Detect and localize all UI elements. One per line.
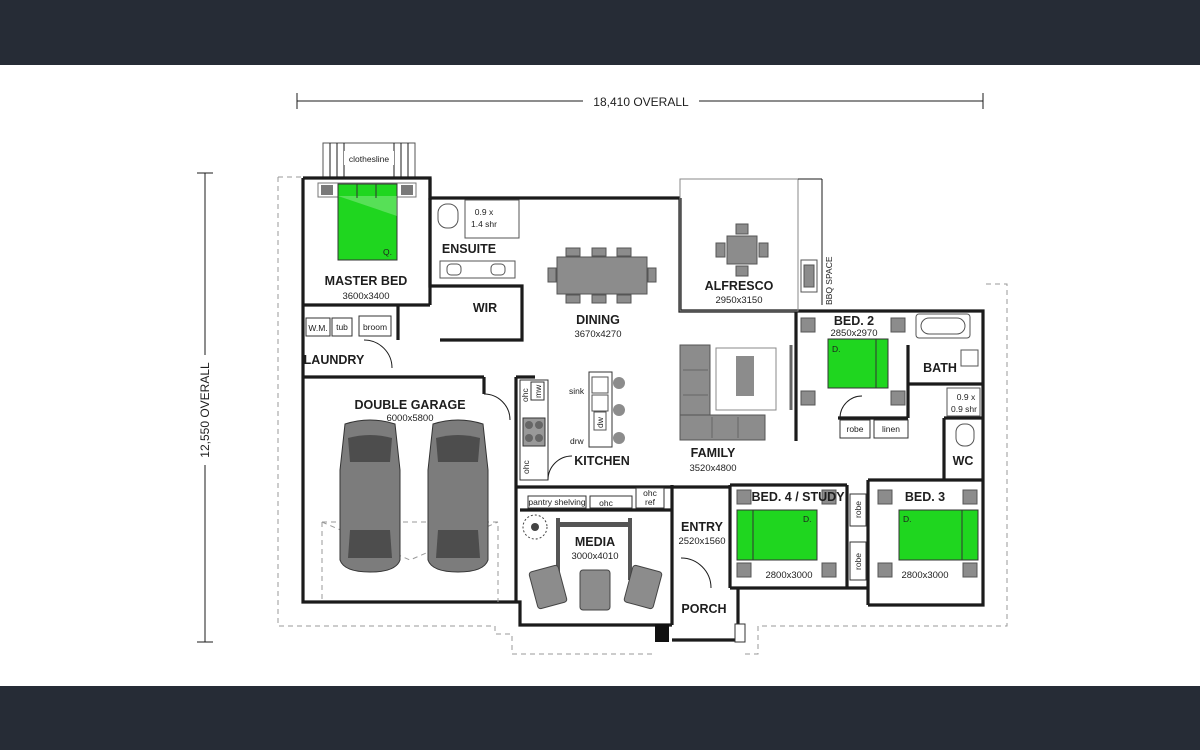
dining-size: 3670x4270: [574, 329, 621, 340]
broom-label: broom: [363, 322, 387, 332]
washing-machine-label: W.M.: [308, 323, 327, 333]
bed4-bed: [736, 509, 818, 561]
bed4-size: 2800x3000: [765, 570, 812, 581]
ohc-label-1: ohc: [520, 388, 530, 402]
media-label: MEDIA: [575, 535, 615, 549]
tub-label: tub: [336, 322, 348, 332]
floor-plan-diagram: 18,410 OVERALL 12,550 OVERALL clotheslin…: [197, 93, 1008, 655]
family-label: FAMILY: [691, 446, 736, 460]
ensuite-shower-size-2: 1.4 shr: [471, 219, 497, 229]
entry-label: ENTRY: [681, 520, 724, 534]
bed2-room: BED. 2 2850x2970 D.: [800, 314, 906, 406]
ohc-label-2: ohc: [521, 460, 531, 474]
bottom-banner: [0, 686, 1200, 750]
fridge-label: ref: [645, 497, 656, 507]
bbq-space-label: BBQ SPACE: [824, 256, 834, 305]
bed4-size-marker: D.: [803, 514, 812, 524]
eave-outline: [277, 176, 1008, 655]
entry-size: 2520x1560: [678, 536, 725, 547]
sink-label: sink: [569, 386, 585, 396]
media-room: MEDIA 3000x4010: [522, 514, 663, 611]
dining-label: DINING: [576, 313, 620, 327]
microwave-label: mw: [533, 384, 543, 398]
dining-room: DINING 3670x4270: [547, 247, 657, 340]
alfresco-outline: [679, 178, 823, 312]
bed3-room: BED. 3 D. 2800x3000: [877, 489, 979, 581]
wc-label: WC: [953, 454, 974, 468]
bath-shower-size: 0.9 x: [957, 392, 976, 402]
bed2-size-marker: D.: [832, 344, 841, 354]
ohc-label-3: ohc: [599, 498, 613, 508]
car-right: [427, 419, 489, 573]
entry-room: ENTRY 2520x1560 PORCH: [655, 520, 746, 643]
bed3-label: BED. 3: [905, 490, 945, 504]
top-banner: [0, 0, 1200, 65]
laundry-label: LAUNDRY: [304, 353, 365, 367]
alfresco-label: ALFRESCO: [705, 279, 774, 293]
wc-room: WC: [953, 423, 975, 468]
bed-size-marker: Q.: [383, 247, 392, 257]
alfresco-size: 2950x3150: [715, 295, 762, 306]
bed4-robe-label: robe: [853, 553, 863, 570]
clothesline: clothesline: [322, 142, 416, 178]
drawers-label: drw: [570, 436, 585, 446]
master-bed-size: 3600x3400: [342, 291, 389, 302]
linen-label: linen: [882, 424, 900, 434]
ensuite-label: ENSUITE: [442, 242, 496, 256]
bed4-room: BED. 4 / STUDY D. 2800x3000: [736, 489, 845, 581]
robe-linen: robe linen: [839, 395, 909, 439]
kitchen-room: ohc mw ohc dw sink drw KITCHEN: [519, 371, 630, 481]
dishwasher-label: dw: [595, 416, 605, 428]
car-left: [339, 419, 401, 573]
master-bed-room: Q. MASTER BED 3600x3400: [317, 182, 417, 302]
alfresco-room: ALFRESCO 2950x3150 BBQ SPACE: [705, 223, 834, 306]
bed3-bed: [898, 509, 979, 561]
ohc-label-4: ohc: [643, 488, 657, 498]
family-size: 3520x4800: [689, 463, 736, 474]
family-room: FAMILY 3520x4800: [679, 344, 793, 474]
height-dimension-line: 12,550 OVERALL: [197, 172, 213, 643]
ensuite-shower-size: 0.9 x: [475, 207, 494, 217]
bed3-size-marker: D.: [903, 514, 912, 524]
kitchen-label: KITCHEN: [574, 454, 630, 468]
media-size: 3000x4010: [571, 551, 618, 562]
bed2-label: BED. 2: [834, 314, 874, 328]
height-overall-label: 12,550 OVERALL: [198, 362, 212, 458]
bed4-label: BED. 4 / STUDY: [751, 490, 845, 504]
wir-label: WIR: [473, 301, 497, 315]
double-garage-label: DOUBLE GARAGE: [354, 398, 465, 412]
robes: robe robe: [849, 493, 867, 581]
pantry-shelving-label: pantry shelving: [528, 497, 585, 507]
width-overall-label: 18,410 OVERALL: [593, 95, 689, 109]
width-dimension-line: 18,410 OVERALL: [296, 93, 984, 109]
porch-label: PORCH: [681, 602, 726, 616]
bed2-bed: [827, 338, 889, 389]
double-garage-size: 6000x5800: [386, 413, 433, 424]
bath-shower-size-2: 0.9 shr: [951, 404, 977, 414]
laundry-room: W.M. tub broom LAUNDRY: [304, 315, 393, 369]
master-bed: [337, 183, 398, 261]
double-garage: DOUBLE GARAGE 6000x5800: [321, 393, 511, 602]
bed2-robe-label: robe: [846, 424, 863, 434]
bed2-size: 2850x2970: [830, 328, 877, 339]
floor-plan-area: 18,410 OVERALL 12,550 OVERALL clotheslin…: [0, 65, 1200, 686]
master-bed-label: MASTER BED: [325, 274, 408, 288]
bed3-robe-label: robe: [853, 501, 863, 518]
clothesline-label: clothesline: [349, 154, 389, 164]
pantry-row: pantry shelving ohc ohc ref: [527, 487, 665, 509]
ensuite-room: 0.9 x 1.4 shr ENSUITE: [437, 199, 520, 279]
bath-label: BATH: [923, 361, 957, 375]
bed3-size: 2800x3000: [901, 570, 948, 581]
bath-room: BATH 0.9 x 0.9 shr: [915, 313, 981, 417]
